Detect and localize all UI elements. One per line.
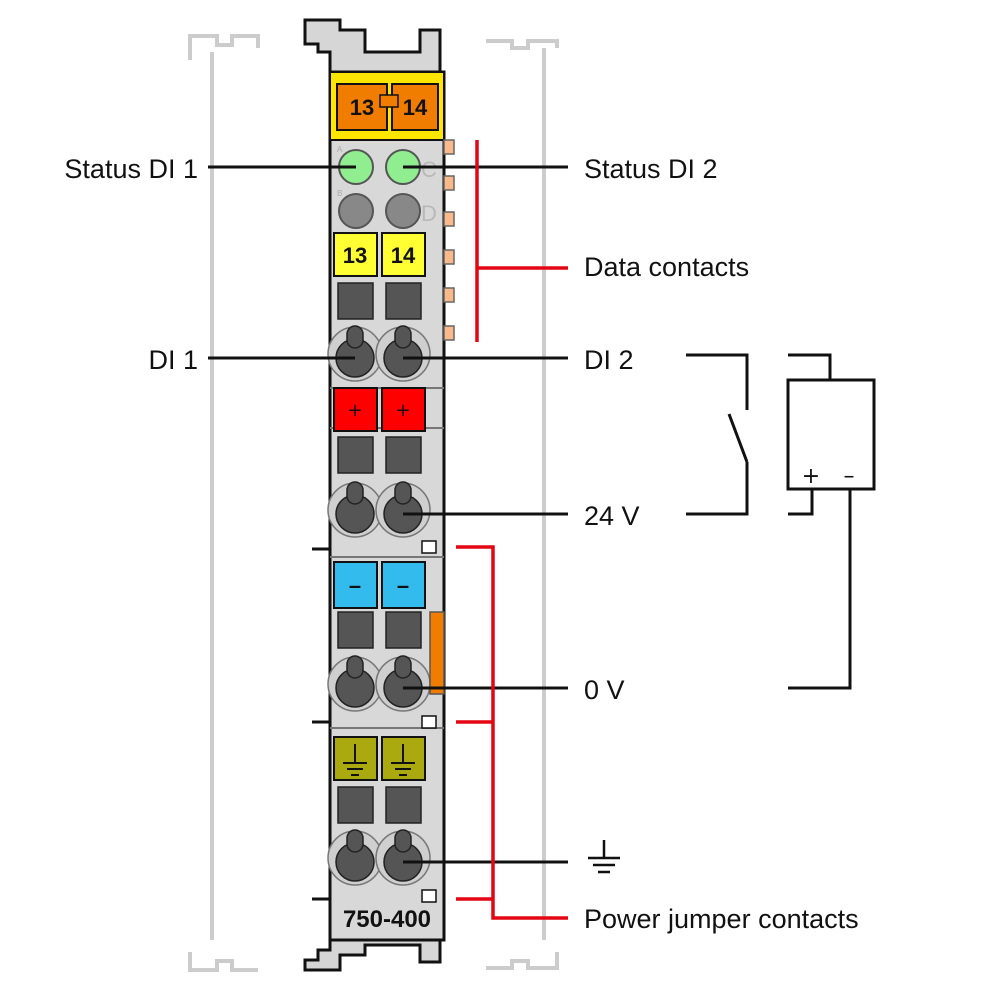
status-leds: A B C D — [337, 145, 437, 229]
input-section: 13 14 — [327, 232, 431, 382]
marker-13-label: 13 — [343, 243, 367, 268]
label-status-di2: Status DI 2 — [584, 154, 718, 184]
supply-minus-lead — [788, 489, 852, 690]
marker-minus-1 — [333, 561, 378, 609]
release-slot — [337, 282, 374, 320]
release-slot — [337, 436, 374, 474]
label-status-di1: Status DI 1 — [64, 154, 198, 184]
power-jumper-slots — [421, 540, 437, 903]
model-label: 750-400 — [343, 906, 431, 933]
release-slot — [385, 786, 422, 824]
release-slot — [337, 786, 374, 824]
ground-section — [327, 736, 431, 886]
ground-symbol-icon — [588, 840, 620, 874]
supply-minus-label: – — [844, 464, 855, 489]
marker-plus-1 — [333, 387, 378, 432]
power-jumper-bracket — [456, 545, 568, 920]
external-circuit — [686, 353, 876, 690]
marker-13 — [333, 232, 378, 277]
marker-minus-1-label: – — [349, 573, 361, 598]
release-slot — [385, 436, 422, 474]
zero-volt-section: – – — [327, 561, 445, 712]
switch-upper-lead — [686, 353, 749, 410]
marker-14 — [381, 232, 426, 277]
marker-plus-2-label: + — [395, 400, 410, 421]
release-slot — [385, 282, 422, 320]
marker-14-label: 14 — [391, 243, 416, 268]
release-slot — [337, 611, 374, 649]
switch-blade-icon — [727, 413, 749, 463]
orange-side-contact — [429, 611, 445, 695]
data-contacts-bracket — [475, 140, 568, 342]
top-terminal-bar: 13 14 — [329, 71, 445, 141]
switch-lower-lead — [686, 462, 749, 516]
din-rail-outline — [188, 34, 559, 972]
led-letter-b: B — [337, 189, 342, 198]
label-24v: 24 V — [584, 501, 640, 531]
ground-icon — [343, 744, 367, 776]
label-data-contacts: Data contacts — [584, 252, 749, 282]
top-terminal-14-label: 14 — [403, 95, 428, 120]
label-di2: DI 2 — [584, 345, 634, 375]
left-ticks — [312, 547, 330, 901]
power-supply-box — [786, 378, 876, 491]
led-letter-a: A — [337, 145, 343, 154]
data-contact-tabs — [443, 139, 455, 341]
supply-section: + + — [327, 387, 431, 538]
top-terminal-14 — [391, 83, 439, 131]
marker-plus-2 — [381, 387, 426, 432]
top-terminal-13-label: 13 — [350, 95, 374, 120]
supply-plus-lead — [788, 489, 814, 516]
led-letter-d: D — [421, 201, 437, 226]
release-slot — [385, 611, 422, 649]
label-di1: DI 1 — [148, 345, 198, 375]
marker-plus-1-label: + — [347, 400, 362, 421]
label-power-jumper: Power jumper contacts — [584, 904, 859, 934]
ground-icon — [391, 744, 415, 776]
marker-minus-2 — [381, 561, 426, 609]
top-terminal-13 — [336, 83, 388, 131]
led-b — [338, 193, 374, 229]
leader-lines — [208, 165, 568, 864]
marker-minus-2-label: – — [397, 573, 409, 598]
label-0v: 0 V — [584, 675, 625, 705]
supply-plus-label: + — [802, 464, 820, 489]
led-d — [385, 193, 421, 229]
led-letter-c: C — [421, 157, 437, 182]
